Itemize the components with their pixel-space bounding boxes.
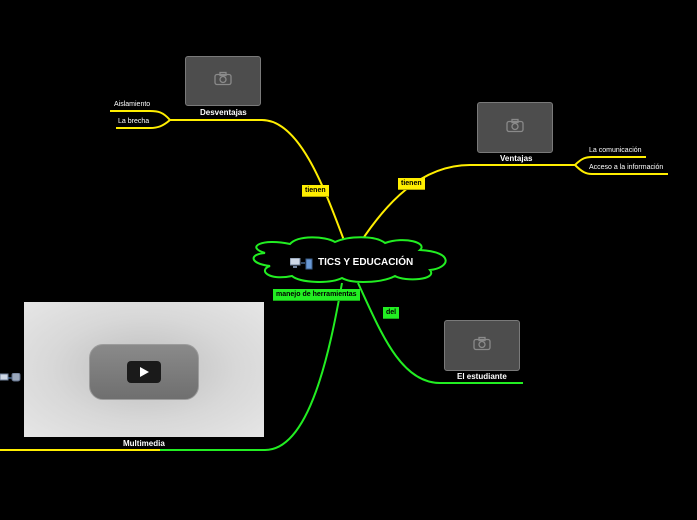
- camera-icon: [506, 118, 524, 137]
- topic-ventajas[interactable]: Ventajas: [500, 154, 533, 163]
- video-thumbnail: [89, 344, 199, 400]
- branch-la-brecha: [116, 119, 171, 129]
- topic-multimedia[interactable]: Multimedia: [123, 439, 165, 448]
- connector-del[interactable]: del: [383, 307, 400, 319]
- branch-desventajas: [170, 119, 346, 244]
- central-cloud: [252, 236, 447, 283]
- branch-aislamiento: [110, 110, 171, 121]
- branch-multimedia: [0, 282, 343, 451]
- desventajas-image[interactable]: [185, 56, 261, 106]
- ventajas-image[interactable]: [477, 102, 553, 153]
- subtopic-acceso-informacion[interactable]: Acceso a la información: [589, 164, 664, 171]
- topic-desventajas[interactable]: Desventajas: [200, 108, 247, 117]
- multimedia-video[interactable]: [24, 302, 264, 437]
- connector-tienen-right[interactable]: tienen: [398, 178, 425, 190]
- connector-manejo-herramientas[interactable]: manejo de herramientas: [273, 289, 360, 301]
- camera-icon: [473, 336, 491, 355]
- connector-tienen-left[interactable]: tienen: [302, 185, 329, 197]
- central-topic-title[interactable]: TICS Y EDUCACIÓN: [318, 257, 414, 268]
- branch-comunicacion: [574, 156, 646, 166]
- camera-icon: [214, 71, 232, 91]
- play-icon[interactable]: [127, 361, 161, 383]
- branch-ventajas: [359, 164, 575, 244]
- branch-estudiante: [357, 282, 523, 384]
- estudiante-image[interactable]: [444, 320, 520, 371]
- branch-acceso: [574, 164, 668, 175]
- subtopic-la-brecha[interactable]: La brecha: [118, 118, 150, 125]
- computer-network-icon: [0, 370, 22, 382]
- computer-network-icon: [289, 257, 314, 270]
- subtopic-la-comunicacion[interactable]: La comunicación: [589, 147, 642, 154]
- subtopic-aislamiento[interactable]: Aislamiento: [114, 101, 151, 108]
- topic-el-estudiante[interactable]: El estudiante: [457, 372, 507, 381]
